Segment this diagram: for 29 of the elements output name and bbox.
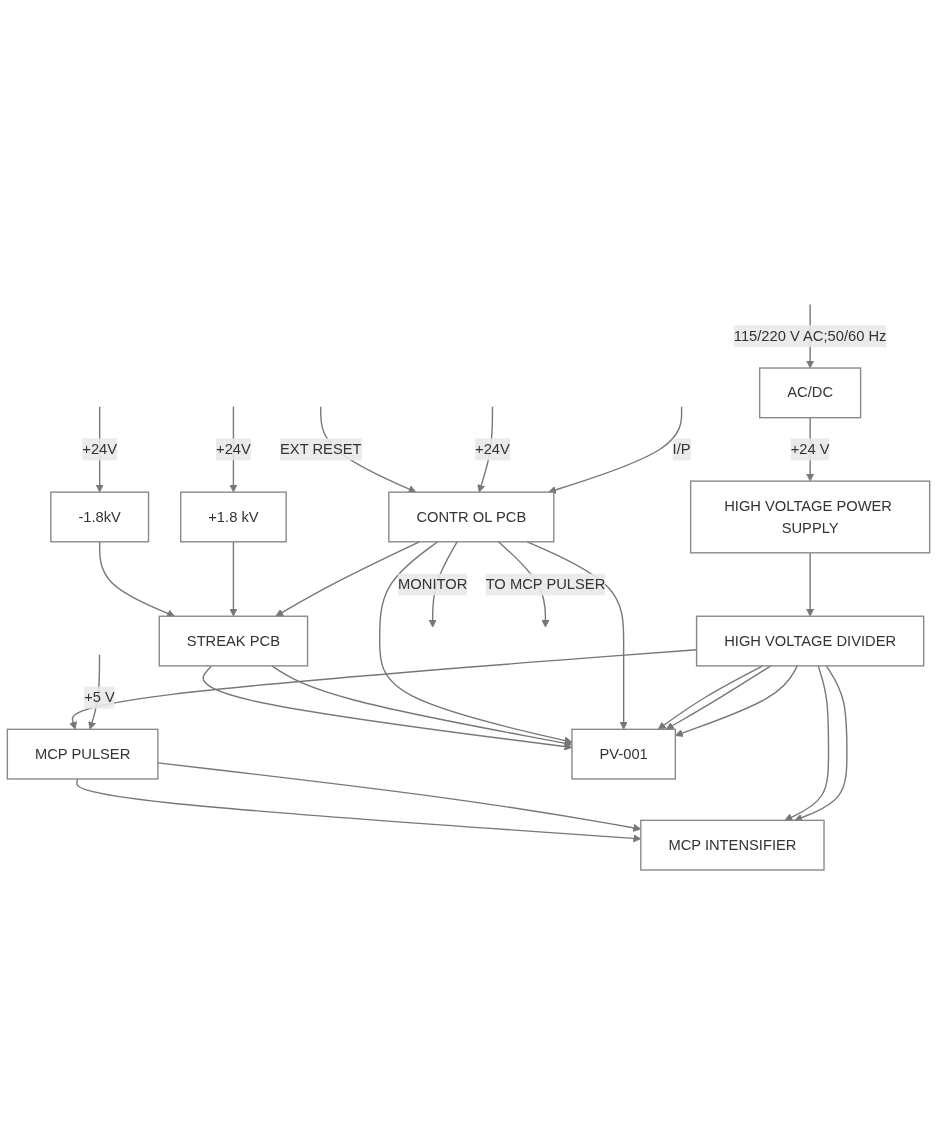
edge-label: EXT RESET: [280, 441, 362, 457]
arrow: [99, 541, 176, 618]
arrow: [526, 541, 628, 730]
edge-label: I/P: [672, 441, 691, 457]
node-box: AC/DC: [758, 367, 862, 419]
node-box: CONTR OL PCB: [388, 491, 555, 543]
edge-label: TO MCP PULSER: [485, 576, 606, 592]
arrow: [806, 552, 815, 617]
arrow: [794, 665, 848, 822]
edge-label: MONITOR: [398, 576, 468, 592]
edge-label: +24V: [82, 441, 118, 457]
arrow: [548, 405, 683, 494]
edge-label: +24 V: [790, 441, 830, 457]
edge-label: +24V: [216, 441, 251, 457]
edge-label: +5 V: [84, 689, 115, 705]
arrow: [784, 665, 830, 821]
node-box: -1.8kV: [50, 491, 150, 543]
edge-label: +24V: [475, 441, 510, 457]
node-box: STREAK PCB: [158, 615, 309, 667]
node-box: HIGH VOLTAGE POWER SUPPLY: [689, 480, 931, 554]
arrow: [675, 665, 798, 737]
node-box: HIGH VOLTAGE DIVIDER: [695, 615, 925, 667]
node-box: +1.8 kV: [180, 491, 287, 543]
edge-label: 115/220 V AC;50/60 Hz: [733, 328, 887, 344]
node-box: PV-001: [571, 728, 677, 780]
node-box: MCP PULSER: [6, 728, 159, 780]
node-box: MCP INTENSIFIER: [640, 819, 825, 871]
arrow: [275, 541, 421, 617]
arrow: [229, 541, 238, 617]
